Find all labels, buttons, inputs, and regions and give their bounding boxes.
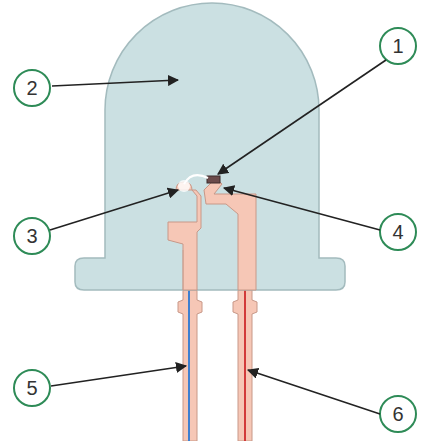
led-chip xyxy=(207,176,220,183)
callout-number: 1 xyxy=(381,35,415,57)
callout-number: 4 xyxy=(381,221,415,243)
callout-number: 2 xyxy=(15,77,49,99)
leads xyxy=(178,285,257,441)
callout-circles xyxy=(14,28,416,432)
epoxy-lens xyxy=(75,3,345,290)
callout-number: 3 xyxy=(15,225,49,247)
internal-leads xyxy=(168,178,256,290)
callout-number: 6 xyxy=(381,403,415,425)
callout-number: 5 xyxy=(15,377,49,399)
leader-lines xyxy=(50,60,386,414)
